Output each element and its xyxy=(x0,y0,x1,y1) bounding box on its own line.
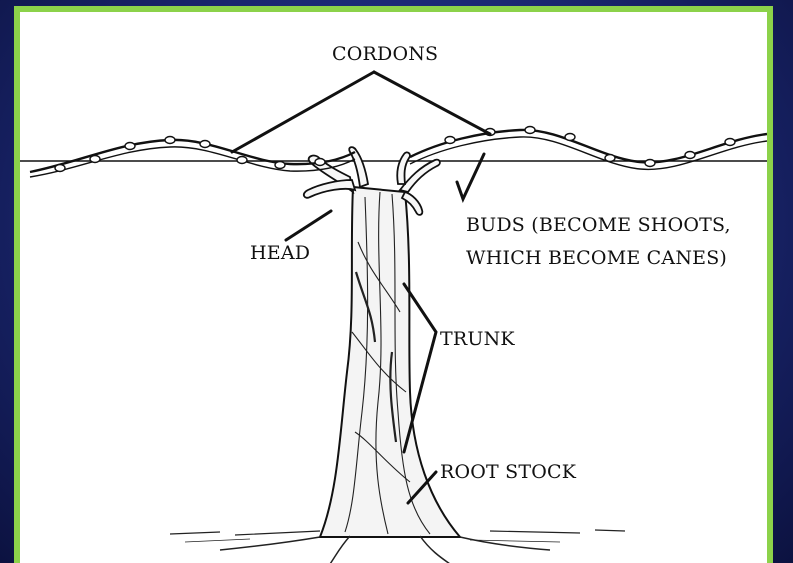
label-root-stock: ROOT STOCK xyxy=(440,461,577,483)
label-trunk: TRUNK xyxy=(440,328,515,350)
cordons-pointer-left xyxy=(232,72,374,152)
label-head: HEAD xyxy=(250,242,310,264)
grapevine-diagram: CORDONS BUDS (BECOME SHOOTS, WHICH BECOM… xyxy=(20,12,767,563)
label-buds-line1: BUDS (BECOME SHOOTS, xyxy=(466,214,731,236)
cordons-pointer-right xyxy=(374,72,490,134)
diagram-panel: CORDONS BUDS (BECOME SHOOTS, WHICH BECOM… xyxy=(14,6,773,563)
buds xyxy=(55,127,735,172)
label-cordons: CORDONS xyxy=(332,43,438,65)
label-buds-line2: WHICH BECOME CANES) xyxy=(466,247,727,269)
head-pointer xyxy=(286,211,331,240)
